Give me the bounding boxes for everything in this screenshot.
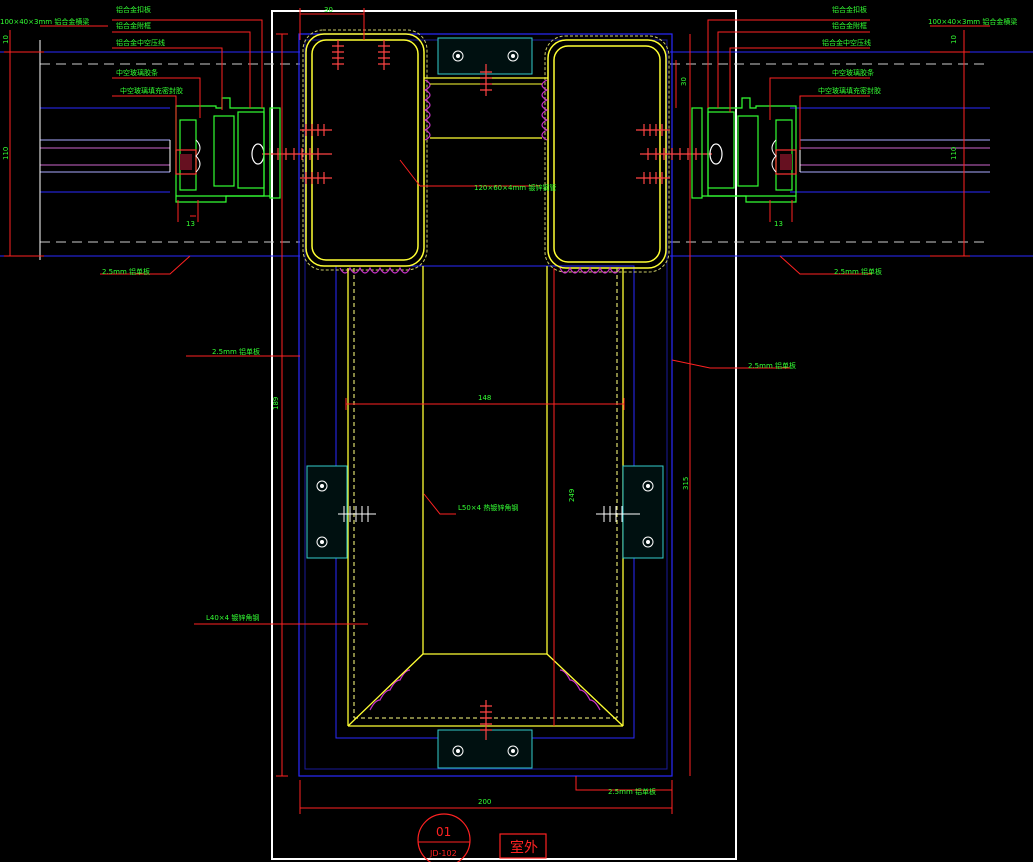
left-plate-mid-label: 2.5mm 铝单板 xyxy=(212,347,260,356)
dim-right-10: 10 xyxy=(950,35,958,44)
steel-tube-label: 120×60×4mm 镀锌钢管 xyxy=(474,183,556,192)
right-alu-cover-label: 铝合金扣板 xyxy=(832,5,867,14)
dimension-lines xyxy=(4,8,970,814)
dim-bottom-200: 200 xyxy=(478,798,491,806)
bottom-plate-label: 2.5mm 铝单板 xyxy=(608,787,656,796)
outer-frame xyxy=(271,10,737,860)
dimension-values: 30 110 13 10 30 110 13 10 148 189 249 31… xyxy=(2,6,958,806)
top-connector xyxy=(424,37,548,139)
dim-right-110: 110 xyxy=(950,147,958,160)
outdoor-tag: 室外 xyxy=(499,833,547,859)
outdoor-label: 室外 xyxy=(510,839,538,856)
right-glass-edge xyxy=(771,139,801,175)
dim-right-13: 13 xyxy=(774,220,783,228)
left-side-bracket xyxy=(306,465,376,559)
dim-right-30: 30 xyxy=(680,77,688,86)
dim-top-30: 30 xyxy=(324,6,333,14)
bottom-connector xyxy=(437,729,533,769)
right-gasket-label: 中空玻璃胶条 xyxy=(832,68,874,77)
detail-number: 01 xyxy=(436,825,451,839)
detail-ref: JD-102 xyxy=(429,849,457,858)
left-alu-cover-label: 铝合金扣板 xyxy=(116,5,151,14)
right-plate-upper-label: 2.5mm 铝单板 xyxy=(834,267,882,276)
angle-l40-label: L40×4 镀锌角钢 xyxy=(206,613,259,622)
dim-inner-148: 148 xyxy=(478,394,491,402)
dim-right-315: 315 xyxy=(682,477,690,490)
right-plate-mid-label: 2.5mm 铝单板 xyxy=(748,361,796,370)
right-side-bracket xyxy=(596,465,664,559)
angle-l50-label: L50×4 热镀锌角钢 xyxy=(458,503,518,512)
dashed-centerlines xyxy=(40,63,990,243)
right-alu-strip-label: 铝合金中空压线 xyxy=(822,38,871,47)
dim-left-189: 189 xyxy=(272,397,280,410)
right-alu-frame-label: 铝合金附框 xyxy=(832,21,867,30)
left-alu-strip-label: 铝合金中空压线 xyxy=(116,38,165,47)
dim-left-110: 110 xyxy=(2,147,10,160)
annotation-labels: 100×40×3mm 铝合金横梁 铝合金扣板 铝合金附框 铝合金中空压线 中空玻… xyxy=(0,5,1017,796)
dim-left-10: 10 xyxy=(2,35,10,44)
dim-inner-249: 249 xyxy=(568,489,576,502)
weld-marks xyxy=(339,79,621,711)
detail-tag: 01 JD-102 xyxy=(417,813,471,862)
left-plate-upper-label: 2.5mm 铝单板 xyxy=(102,267,150,276)
left-alu-frame-label: 铝合金附框 xyxy=(116,21,151,30)
left-gasket-label: 中空玻璃胶条 xyxy=(116,68,158,77)
right-beam-label: 100×40×3mm 铝合金横梁 xyxy=(928,17,1017,26)
left-steel-tube xyxy=(302,29,428,271)
leader-lines xyxy=(40,19,990,791)
right-glass-seal-label: 中空玻璃填充密封胶 xyxy=(818,86,881,95)
left-glass-edge xyxy=(169,139,201,175)
left-glass-seal-label: 中空玻璃填充密封胶 xyxy=(120,86,183,95)
left-beam-label: 100×40×3mm 铝合金横梁 xyxy=(0,17,89,26)
dim-left-13: 13 xyxy=(186,220,195,228)
right-frame-profile xyxy=(691,97,797,203)
glass-lines xyxy=(40,139,990,173)
